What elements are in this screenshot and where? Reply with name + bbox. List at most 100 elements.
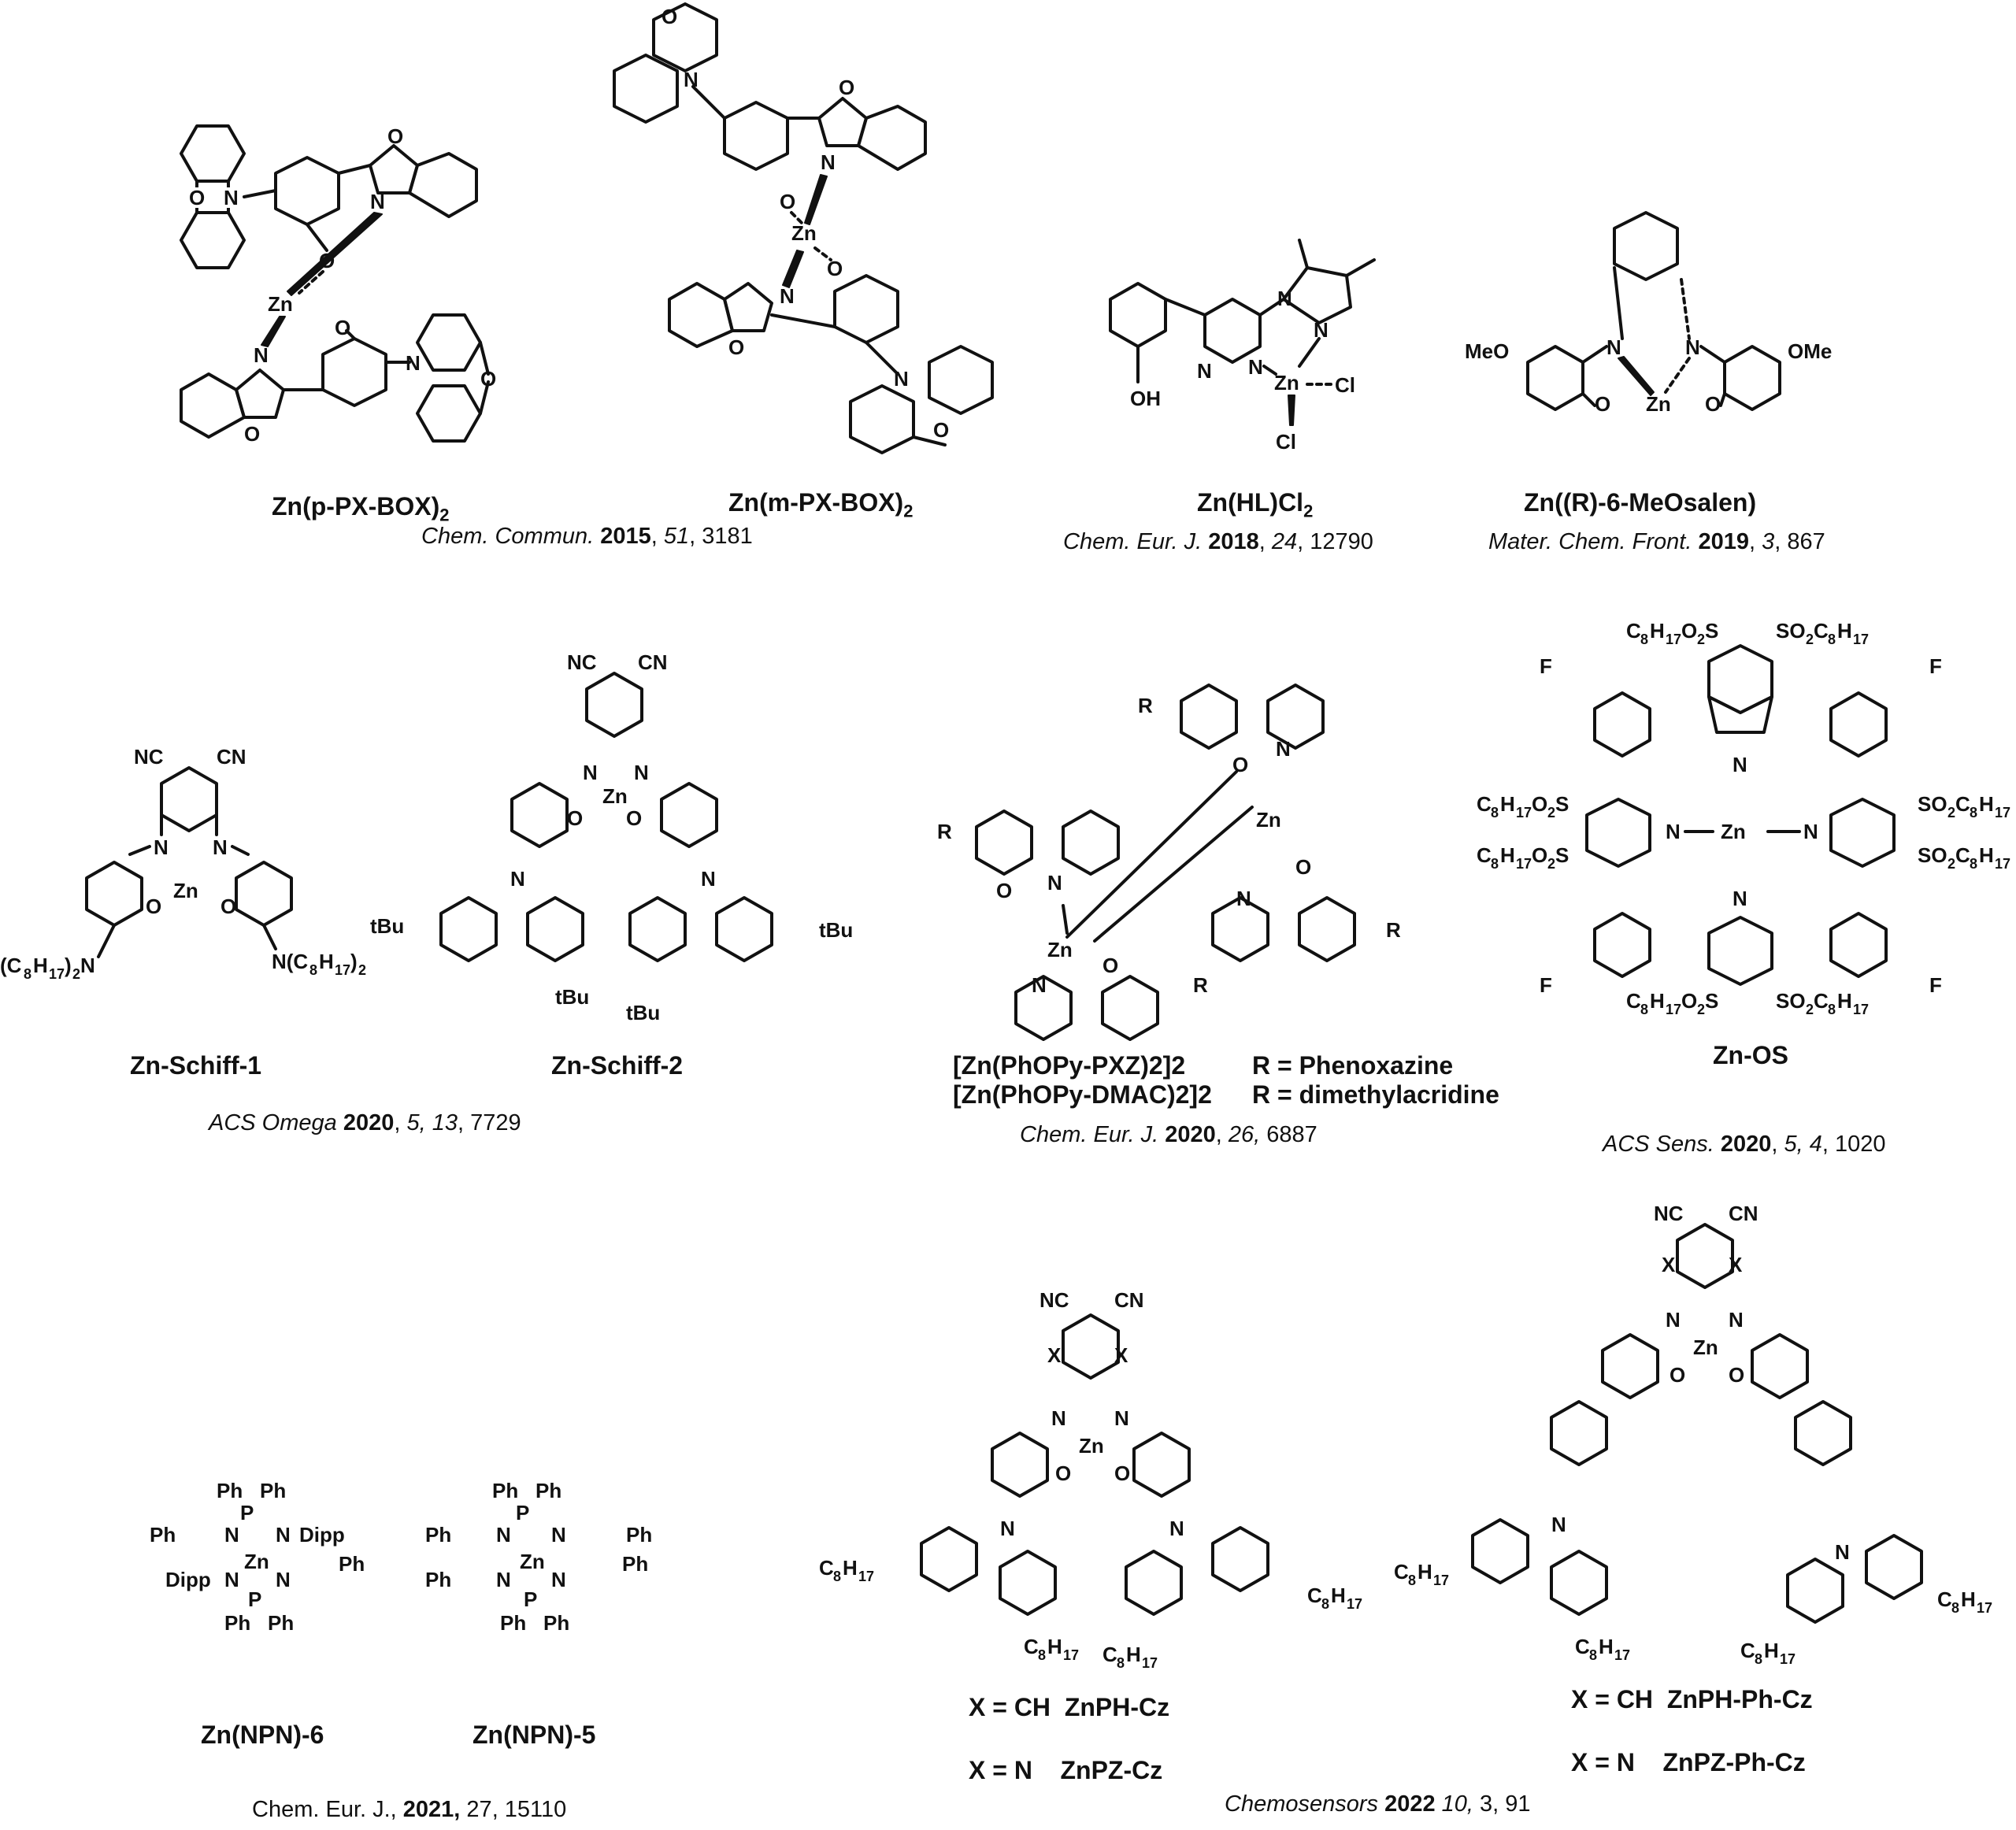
svg-text:Zn: Zn bbox=[1079, 1434, 1104, 1458]
svg-text:tBu: tBu bbox=[819, 918, 853, 942]
svg-text:H: H bbox=[1126, 1643, 1141, 1666]
svg-text:H: H bbox=[1837, 619, 1852, 643]
svg-text:X: X bbox=[1729, 1253, 1743, 1276]
definition-phopy-pxz: R = Phenoxazine bbox=[1252, 1051, 1454, 1080]
svg-text:S: S bbox=[1705, 989, 1718, 1013]
compound-name-zn-schiff-1: Zn-Schiff-1 bbox=[130, 1051, 262, 1080]
svg-text:N: N bbox=[1114, 1406, 1129, 1430]
svg-text:N: N bbox=[684, 68, 699, 91]
svg-text:N: N bbox=[1276, 737, 1291, 761]
svg-text:17: 17 bbox=[1995, 856, 2010, 872]
svg-text:2: 2 bbox=[1947, 856, 1955, 872]
svg-text:O: O bbox=[189, 186, 205, 209]
reference-8: Chemosensors 2022 10, 3, 91 bbox=[1225, 1791, 1531, 1817]
structure-zn-p-px-box: O N O N O Zn O N O N O bbox=[180, 124, 496, 446]
svg-text:CN: CN bbox=[217, 745, 246, 769]
svg-text:Zn: Zn bbox=[268, 292, 293, 316]
svg-text:X: X bbox=[1662, 1253, 1676, 1276]
svg-text:C: C bbox=[1814, 989, 1829, 1013]
svg-text:2: 2 bbox=[1806, 1002, 1814, 1017]
svg-text:N: N bbox=[1248, 355, 1263, 379]
svg-text:(C: (C bbox=[0, 954, 22, 977]
svg-text:C: C bbox=[1740, 1639, 1755, 1662]
svg-text:O: O bbox=[244, 422, 260, 446]
svg-text:8: 8 bbox=[1640, 1002, 1648, 1017]
svg-text:H: H bbox=[1650, 989, 1665, 1013]
svg-text:N: N bbox=[551, 1568, 566, 1591]
svg-text:N: N bbox=[1666, 1308, 1681, 1332]
svg-text:N: N bbox=[406, 351, 421, 375]
svg-text:O: O bbox=[387, 124, 403, 148]
svg-text:Zn: Zn bbox=[1721, 820, 1746, 843]
svg-text:H: H bbox=[1500, 843, 1515, 867]
svg-text:X: X bbox=[1114, 1343, 1128, 1367]
svg-text:2: 2 bbox=[1547, 805, 1555, 821]
svg-text:Zn: Zn bbox=[791, 221, 817, 245]
svg-text:17: 17 bbox=[1666, 632, 1681, 647]
compound-name-zn-os: Zn-OS bbox=[1713, 1041, 1788, 1069]
svg-text:Ph: Ph bbox=[224, 1611, 250, 1635]
svg-text:Ph: Ph bbox=[339, 1552, 365, 1576]
reference-7: Chem. Eur. J., 2021, 27, 15110 bbox=[252, 1797, 567, 1822]
svg-text:Ph: Ph bbox=[626, 1523, 652, 1547]
svg-text:2: 2 bbox=[1697, 1002, 1705, 1017]
svg-text:O: O bbox=[1705, 392, 1721, 416]
svg-text:N: N bbox=[254, 343, 269, 367]
svg-text:tBu: tBu bbox=[626, 1001, 660, 1024]
svg-text:P: P bbox=[240, 1501, 254, 1524]
svg-text:N: N bbox=[1835, 1540, 1850, 1564]
svg-text:C: C bbox=[1937, 1587, 1952, 1611]
svg-text:SO: SO bbox=[1918, 792, 1947, 816]
svg-text:F: F bbox=[1929, 973, 1942, 997]
svg-text:Zn: Zn bbox=[1274, 371, 1299, 395]
svg-text:H: H bbox=[1650, 619, 1665, 643]
svg-text:17: 17 bbox=[1347, 1596, 1362, 1612]
svg-text:8: 8 bbox=[1491, 856, 1499, 872]
svg-text:CN: CN bbox=[638, 650, 668, 674]
svg-text:R: R bbox=[1386, 918, 1401, 942]
svg-text:C: C bbox=[1477, 843, 1492, 867]
svg-text:17: 17 bbox=[49, 966, 65, 982]
svg-text:OMe: OMe bbox=[1788, 339, 1832, 363]
svg-text:17: 17 bbox=[335, 962, 350, 978]
svg-text:H: H bbox=[843, 1556, 858, 1580]
svg-text:N: N bbox=[1314, 318, 1329, 342]
reference-5: Chem. Eur. J. 2020, 26, 6887 bbox=[1020, 1122, 1317, 1147]
svg-text:SO: SO bbox=[1776, 619, 1806, 643]
svg-text:Zn: Zn bbox=[1256, 808, 1281, 832]
svg-text:O: O bbox=[1595, 392, 1610, 416]
svg-text:17: 17 bbox=[858, 1569, 874, 1584]
svg-text:N: N bbox=[780, 284, 795, 308]
svg-text:8: 8 bbox=[1828, 632, 1836, 647]
svg-text:Ph: Ph bbox=[217, 1479, 243, 1502]
svg-text:N: N bbox=[1032, 973, 1047, 997]
reference-6: ACS Sens. 2020, 5, 4, 1020 bbox=[1603, 1132, 1886, 1157]
svg-text:): ) bbox=[350, 950, 358, 973]
svg-text:O: O bbox=[827, 257, 843, 280]
svg-text:Ph: Ph bbox=[543, 1611, 569, 1635]
svg-text:8: 8 bbox=[1589, 1647, 1597, 1663]
svg-text:17: 17 bbox=[1977, 1600, 1992, 1616]
svg-text:): ) bbox=[65, 954, 72, 977]
svg-text:O: O bbox=[780, 190, 795, 213]
svg-text:8: 8 bbox=[1640, 632, 1648, 647]
svg-text:17: 17 bbox=[1614, 1647, 1630, 1663]
svg-text:O: O bbox=[933, 418, 949, 442]
svg-text:P: P bbox=[516, 1501, 529, 1524]
svg-text:17: 17 bbox=[1433, 1573, 1449, 1588]
svg-text:X: X bbox=[1047, 1343, 1062, 1367]
variant-znph-ph-cz-1: X = CH ZnPH-Ph-Cz bbox=[1571, 1685, 1813, 1713]
svg-text:H: H bbox=[1047, 1635, 1062, 1658]
svg-text:S: S bbox=[1555, 792, 1569, 816]
compound-name-zn-npn-5: Zn(NPN)-5 bbox=[472, 1721, 596, 1749]
svg-text:R: R bbox=[1138, 694, 1153, 717]
svg-text:Ph: Ph bbox=[500, 1611, 526, 1635]
compound-name-zn-meosalen: Zn((R)-6-MeOsalen) bbox=[1524, 488, 1757, 517]
svg-text:Ph: Ph bbox=[260, 1479, 286, 1502]
svg-text:CN: CN bbox=[1729, 1202, 1758, 1225]
svg-text:C: C bbox=[1394, 1560, 1409, 1584]
svg-text:N: N bbox=[370, 190, 385, 213]
reference-3: Mater. Chem. Front. 2019, 3, 867 bbox=[1488, 529, 1825, 554]
reference-2: Chem. Eur. J. 2018, 24, 12790 bbox=[1063, 529, 1373, 554]
